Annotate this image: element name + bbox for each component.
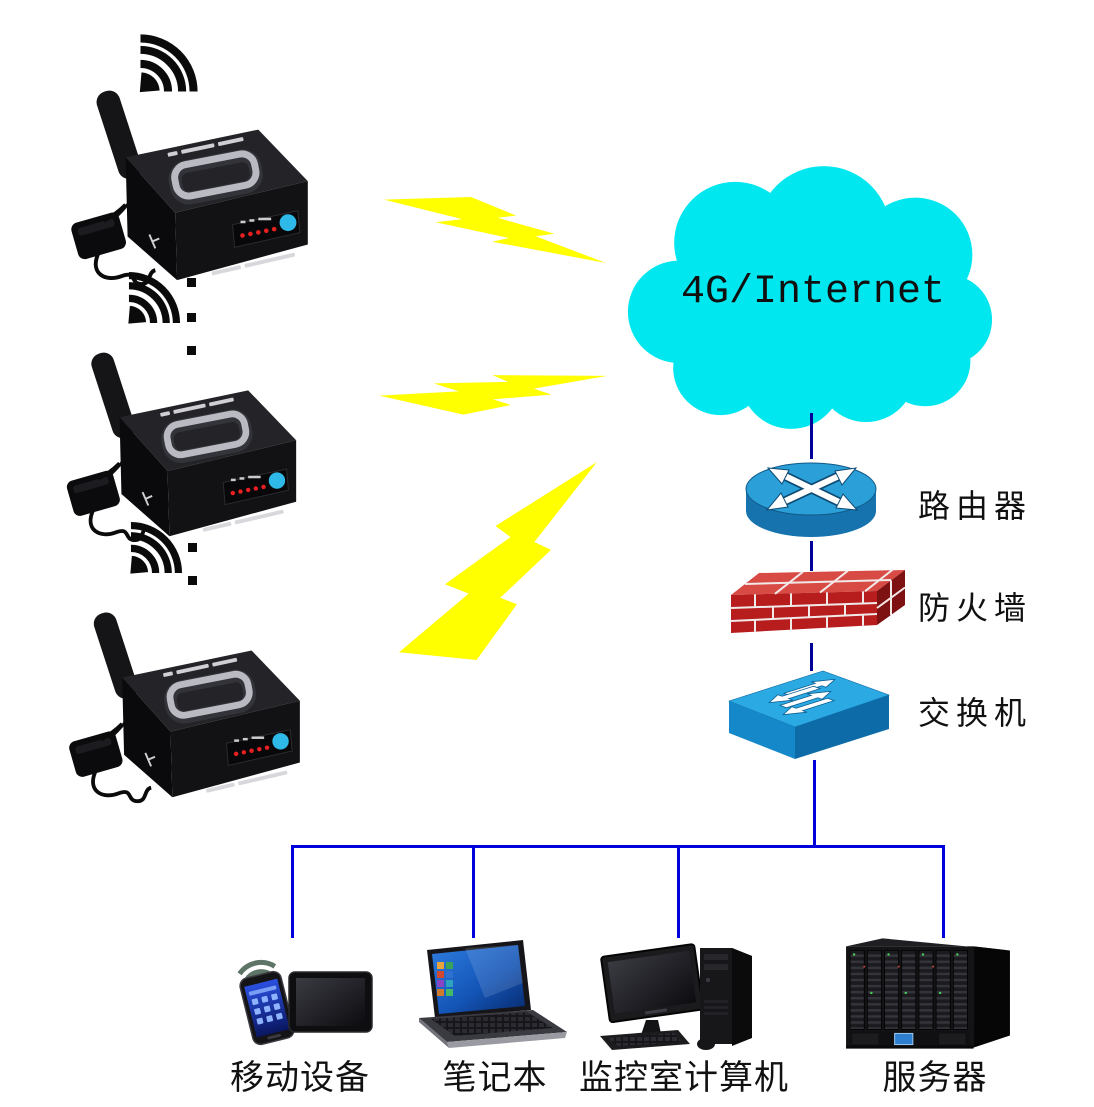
- laptop-label: 笔记本: [442, 1060, 548, 1097]
- desktop-computer-icon: [600, 943, 752, 1050]
- lightning-bolt-icon: [384, 197, 606, 263]
- lightning-bolt-icon: [378, 333, 608, 441]
- switch-icon: [728, 670, 890, 759]
- ellipsis-dot: [188, 543, 197, 552]
- server-icon: [846, 938, 1010, 1049]
- keyboard-icon: [600, 1030, 690, 1050]
- smartphone-icon: [239, 970, 295, 1046]
- server-label: 服务器: [882, 1060, 988, 1097]
- ellipsis-dot: [188, 576, 197, 585]
- ellipsis-dot: [187, 346, 196, 355]
- connector-line: [810, 413, 813, 459]
- cloud-label: 4G/Internet: [680, 270, 946, 315]
- connector-line: [942, 848, 945, 938]
- laptop-icon: [419, 940, 567, 1048]
- connector-line: [813, 760, 816, 847]
- data-collector-device-3: [62, 608, 304, 806]
- firewall-label: 防火墙: [918, 590, 1033, 626]
- bus-line: [291, 845, 945, 848]
- connector-line: [677, 848, 680, 938]
- connector-line: [810, 541, 813, 571]
- router-label: 路由器: [918, 488, 1033, 524]
- mobile-devices-icon: [237, 959, 373, 1046]
- mouse-icon: [697, 1038, 715, 1050]
- connector-line: [472, 848, 475, 938]
- mobile-label: 移动设备: [230, 1060, 370, 1097]
- tablet-icon: [288, 971, 373, 1033]
- connector-line: [291, 848, 294, 938]
- switch-label: 交换机: [918, 695, 1033, 731]
- connector-line: [810, 643, 813, 671]
- router-icon: [745, 462, 877, 537]
- lightning-bolt-icon: [399, 462, 597, 660]
- firewall-icon: [730, 568, 906, 633]
- ellipsis-dot: [187, 278, 196, 287]
- internet-cloud: [627, 166, 993, 429]
- monitor-icon: [600, 943, 704, 1024]
- ellipsis-dot: [187, 313, 196, 322]
- data-collector-device-1: [64, 86, 312, 289]
- monitor-pc-label: 监控室计算机: [579, 1060, 789, 1097]
- tower-icon: [700, 948, 752, 1046]
- data-collector-device-2: [60, 348, 300, 545]
